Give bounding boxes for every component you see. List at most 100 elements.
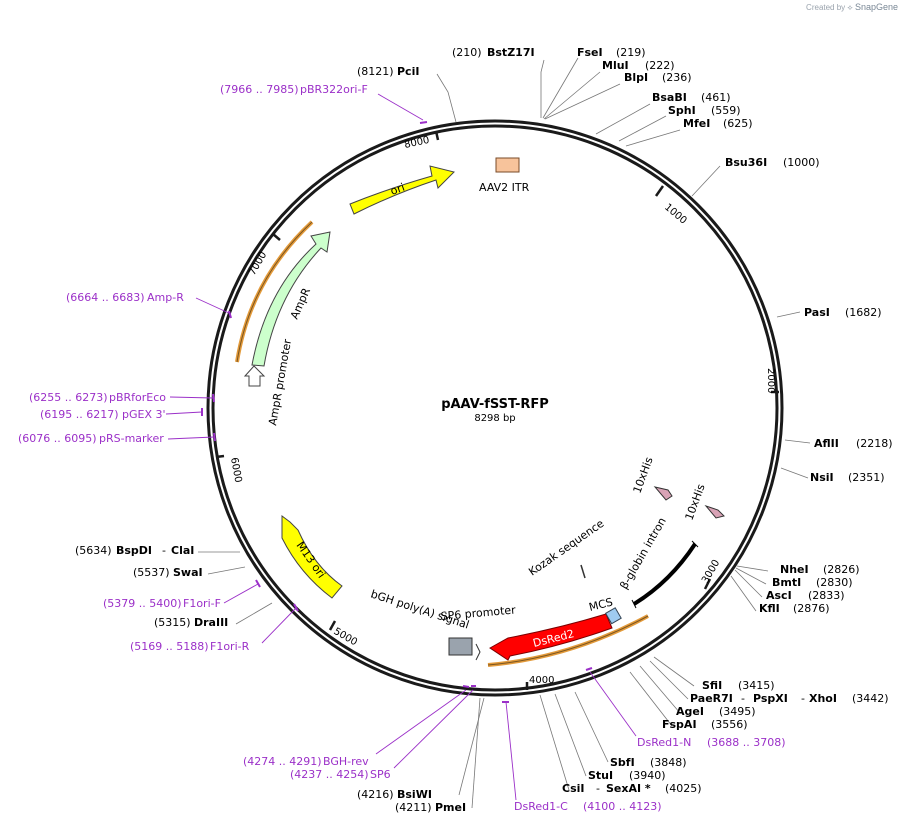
site-name-xhoi[interactable]: XhoI (809, 692, 837, 705)
site-name-bspdi[interactable]: BspDI (116, 544, 152, 557)
site-pos-sexai: (4025) (665, 782, 702, 795)
feature-bglobin-intron[interactable]: β-globin intron (617, 515, 699, 609)
site-connectors (198, 57, 811, 809)
site-pos-bsiwi: (4216) (357, 788, 394, 801)
site-name-nsii[interactable]: NsiI (810, 471, 834, 484)
ampr-promoter-label: AmpR promoter (266, 338, 294, 427)
primer-pos-dsred1-c: (4100 .. 4123) (583, 800, 662, 813)
site-pos-swai: (5537) (133, 566, 170, 579)
primer-pos-bgh-rev: (4274 .. 4291) (243, 755, 322, 768)
svg-text:-: - (162, 544, 166, 557)
plasmid-backbone (206, 119, 784, 697)
primer-pos-sp6: (4237 .. 4254) (290, 768, 369, 781)
restriction-site-labels: (210) BstZ17I (8121) PciI FseI (219) Mlu… (75, 46, 893, 814)
site-name-bsu36i[interactable]: Bsu36I (725, 156, 767, 169)
tick-label-1000: 1000 (662, 202, 689, 227)
site-name-pcii[interactable]: PciI (397, 65, 419, 78)
site-name-nhei[interactable]: NheI (780, 563, 809, 576)
plasmid-size: 8298 bp (474, 413, 515, 424)
tick-label-7000: 7000 (247, 250, 269, 278)
site-name-paer7i[interactable]: PaeR7I (690, 692, 733, 705)
site-name-agei[interactable]: AgeI (676, 705, 704, 718)
site-name-sphi[interactable]: SphI (668, 104, 696, 117)
feature-mcs[interactable]: MCS (588, 595, 622, 625)
site-name-pspxi[interactable]: PspXI (753, 692, 788, 705)
site-name-swai[interactable]: SwaI (173, 566, 203, 579)
site-name-blpi[interactable]: BlpI (624, 71, 648, 84)
site-pos-nsii: (2351) (848, 471, 885, 484)
site-pos-pmei: (4211) (395, 801, 432, 814)
site-name-bstz17i[interactable]: BstZ17I (487, 46, 535, 59)
feature-ampr-promoter[interactable]: AmpR promoter (243, 338, 294, 427)
site-name-pasi[interactable]: PasI (804, 306, 830, 319)
site-pos-sbfi: (3848) (650, 756, 687, 769)
ruler-ticks (215, 130, 779, 690)
primer-name-pbr322ori-f[interactable]: pBR322ori-F (300, 83, 368, 96)
feature-kozak[interactable]: Kozak sequence (526, 517, 606, 579)
feature-ori[interactable]: ori (349, 165, 455, 215)
site-pos-mfei: (625) (723, 117, 753, 130)
site-name-bsabi[interactable]: BsaBI (652, 91, 687, 104)
primer-name-f1ori-r[interactable]: F1ori-R (210, 640, 250, 653)
site-name-sexai[interactable]: SexAI * (606, 782, 651, 795)
site-pos-xhoi: (3442) (852, 692, 889, 705)
site-pos-stui: (3940) (629, 769, 666, 782)
site-pos-sphi: (559) (711, 104, 741, 117)
site-name-asci[interactable]: AscI (766, 589, 792, 602)
site-pos-bstz17i: (210) (452, 46, 482, 59)
aav2-itr-label: AAV2 ITR (479, 181, 530, 194)
site-name-mfei[interactable]: MfeI (683, 117, 710, 130)
primer-name-pbrforeco[interactable]: pBRforEco (109, 391, 166, 404)
site-pos-blpi: (236) (662, 71, 692, 84)
site-name-bmti[interactable]: BmtI (772, 576, 801, 589)
svg-text:-: - (596, 782, 600, 795)
snapgene-logo-icon: ⟡ (847, 3, 853, 12)
primer-name-dsred1-c[interactable]: DsRed1-C (514, 800, 568, 813)
snapgene-credit: Created by ⟡ SnapGene (806, 2, 898, 13)
site-name-sfii[interactable]: SfiI (702, 679, 722, 692)
primer-name-pgex3[interactable]: pGEX 3' (122, 408, 166, 421)
mcs-label: MCS (588, 595, 615, 613)
feature-10xhis-2[interactable]: 10xHis (683, 482, 725, 522)
site-name-stui[interactable]: StuI (588, 769, 613, 782)
credit-text: Created by (806, 3, 846, 12)
site-name-fspai[interactable]: FspAI (662, 718, 697, 731)
feature-aav2-itr[interactable]: AAV2 ITR (479, 157, 530, 194)
site-pos-kfli: (2876) (793, 602, 830, 615)
site-name-kfli[interactable]: KflI (759, 602, 780, 615)
site-name-sbfi[interactable]: SbfI (610, 756, 635, 769)
primer-pos-f1ori-r: (5169 .. 5188) (130, 640, 209, 653)
site-name-bsiwi[interactable]: BsiWI (397, 788, 432, 801)
site-name-mlui[interactable]: MluI (602, 59, 629, 72)
primer-name-sp6[interactable]: SP6 (370, 768, 391, 781)
tick-label-6000: 6000 (228, 457, 243, 484)
site-pos-bmti: (2830) (816, 576, 853, 589)
primer-name-prs-marker[interactable]: pRS-marker (99, 432, 164, 445)
primer-name-dsred1-n[interactable]: DsRed1-N (637, 736, 691, 749)
primer-name-amp-r[interactable]: Amp-R (147, 291, 184, 304)
site-pos-nhei: (2826) (823, 563, 860, 576)
site-name-pmei[interactable]: PmeI (435, 801, 466, 814)
site-pos-bspdi: (5634) (75, 544, 112, 557)
site-pos-fspai: (3556) (711, 718, 748, 731)
site-name-draiii[interactable]: DraIII (194, 616, 228, 629)
site-pos-aflii: (2218) (856, 437, 893, 450)
tick-label-2000: 2000 (765, 368, 776, 393)
site-pos-mlui: (222) (645, 59, 675, 72)
site-name-clai[interactable]: ClaI (171, 544, 194, 557)
svg-text:-: - (741, 692, 745, 705)
site-name-fsei[interactable]: FseI (577, 46, 603, 59)
site-name-csii[interactable]: CsiI (562, 782, 584, 795)
tick-label-8000: 8000 (403, 135, 430, 151)
primer-markers (201, 121, 593, 703)
feature-10xhis-1[interactable]: 10xHis (631, 455, 673, 501)
primer-name-f1ori-f[interactable]: F1ori-F (183, 597, 221, 610)
primer-pos-pbrforeco: (6255 .. 6273) (29, 391, 108, 404)
site-name-aflii[interactable]: AflII (814, 437, 839, 450)
site-pos-sfii: (3415) (738, 679, 775, 692)
primer-name-bgh-rev[interactable]: BGH-rev (323, 755, 369, 768)
site-pos-bsabi: (461) (701, 91, 731, 104)
feature-m13-ori[interactable]: M13 ori (281, 515, 343, 599)
primer-pos-pgex3: (6195 .. 6217) (40, 408, 119, 421)
